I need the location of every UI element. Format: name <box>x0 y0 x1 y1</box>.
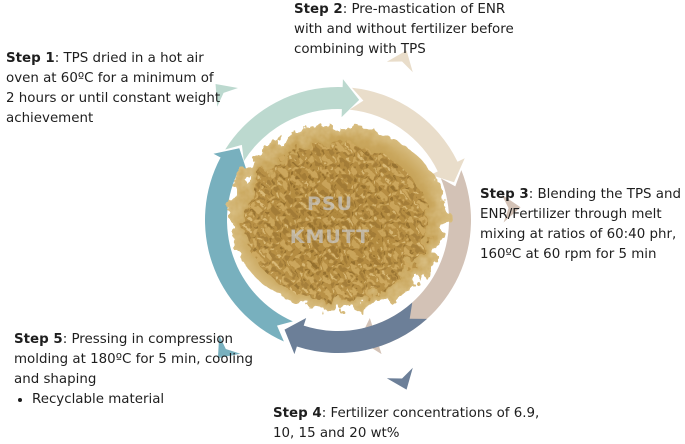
step-1-pointer-arrow <box>215 84 238 107</box>
step-2-description: Step 2: Pre-mastication of ENR with and … <box>294 0 534 60</box>
cycle-arrow-step-4 <box>284 302 427 355</box>
step-5-text: : Pressing in compression molding at 180… <box>14 332 253 387</box>
step-1-description: Step 1: TPS dried in a hot air oven at 6… <box>6 49 221 129</box>
step-4-text: : Fertilizer concentrations of 6.9, 10, … <box>273 406 540 441</box>
step-1-text: : TPS dried in a hot air oven at 60ºC fo… <box>6 51 221 126</box>
step-3-pointer-arrow <box>501 194 521 223</box>
cycle-ring <box>204 50 521 390</box>
step-4-pointer-arrow <box>386 367 413 390</box>
step-5-bullet-list: Recyclable material <box>14 390 254 410</box>
step-5-pointer-arrow <box>217 335 241 359</box>
step-5-label: Step 5 <box>14 332 63 347</box>
step-3-label: Step 3 <box>480 187 529 202</box>
step-1-label: Step 1 <box>6 51 55 66</box>
step-5-bullet: Recyclable material <box>32 390 254 410</box>
cycle-arrow-step-2 <box>349 87 465 183</box>
watermark-kmutt: KMUTT <box>289 226 371 248</box>
step-4-label: Step 4 <box>273 406 322 421</box>
step-2-pointer-arrow <box>386 50 413 73</box>
step-3-text: : Blending the TPS and ENR/Fertilizer th… <box>480 187 682 262</box>
cycle-arrow-step-5 <box>204 148 293 342</box>
step-2-label: Step 2 <box>294 2 343 17</box>
pellet-pile-image <box>230 126 446 310</box>
cycle-arrow-step-1 <box>225 79 360 162</box>
step-4-description: Step 4: Fertilizer concentrations of 6.9… <box>273 404 543 444</box>
step-3-description: Step 3: Blending the TPS and ENR/Fertili… <box>480 185 685 265</box>
step-2-text: : Pre-mastication of ENR with and withou… <box>294 2 514 57</box>
step-5-description: Step 5: Pressing in compression molding … <box>14 330 254 410</box>
watermark-psu: PSU <box>306 193 354 215</box>
